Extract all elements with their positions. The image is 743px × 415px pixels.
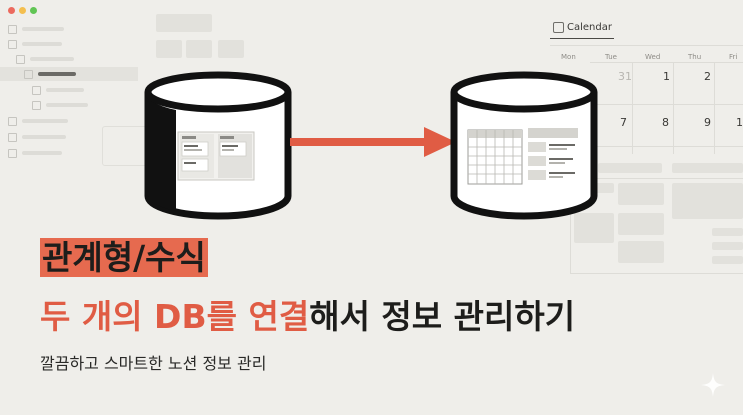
database-cylinder-icon xyxy=(450,71,598,220)
sidebar-item[interactable] xyxy=(8,24,64,34)
calendar-tab[interactable]: Calendar xyxy=(567,22,612,33)
headline-accent: 두 개의 DB를 xyxy=(40,297,237,336)
sidebar-item[interactable] xyxy=(24,69,76,79)
day-header: Mon xyxy=(561,53,576,61)
calendar-tab-underline xyxy=(550,38,614,39)
day-header: Tue xyxy=(605,53,617,61)
sidebar-item[interactable] xyxy=(16,54,74,64)
day-header: Fri xyxy=(729,53,738,61)
page-block xyxy=(156,40,182,58)
sidebar-item[interactable] xyxy=(8,148,62,158)
arrow-right-icon xyxy=(290,127,456,157)
calendar-date[interactable]: 9 xyxy=(704,116,711,129)
subtitle: 깔끔하고 스마트한 노션 정보 관리 xyxy=(40,354,267,373)
window-minimize-dot[interactable] xyxy=(19,7,26,14)
page-block xyxy=(156,14,212,32)
day-header: Wed xyxy=(645,53,661,61)
sparkle-icon xyxy=(701,373,725,397)
calendar-date[interactable]: 8 xyxy=(662,116,669,129)
day-header: Thu xyxy=(688,53,702,61)
calendar-date[interactable]: 2 xyxy=(704,70,711,83)
headline-highlight: 관계형/수식 xyxy=(40,238,208,277)
sidebar-item[interactable] xyxy=(8,39,62,49)
calendar-date[interactable]: 31 xyxy=(618,70,632,83)
calendar-icon xyxy=(553,22,564,33)
sidebar-item[interactable] xyxy=(32,85,84,95)
headline-accent: 연결 xyxy=(248,297,310,336)
calendar-date[interactable]: 7 xyxy=(620,116,627,129)
calendar-date[interactable]: 1 xyxy=(663,70,670,83)
headline-line-1: 관계형/수식 xyxy=(40,238,208,277)
calendar-date[interactable]: 1 xyxy=(736,116,743,129)
sidebar-item[interactable] xyxy=(8,132,66,142)
window-close-dot[interactable] xyxy=(8,7,15,14)
sidebar-item[interactable] xyxy=(32,100,88,110)
page-block xyxy=(218,40,244,58)
database-cylinder-icon xyxy=(144,71,292,220)
headline-text: 해서 정보 관리하기 xyxy=(309,297,576,336)
calendar-divider xyxy=(550,45,743,46)
headline-line-2: 두 개의 DB를 연결해서 정보 관리하기 xyxy=(40,300,575,333)
page-block xyxy=(186,40,212,58)
window-maximize-dot[interactable] xyxy=(30,7,37,14)
sidebar-item[interactable] xyxy=(8,116,68,126)
